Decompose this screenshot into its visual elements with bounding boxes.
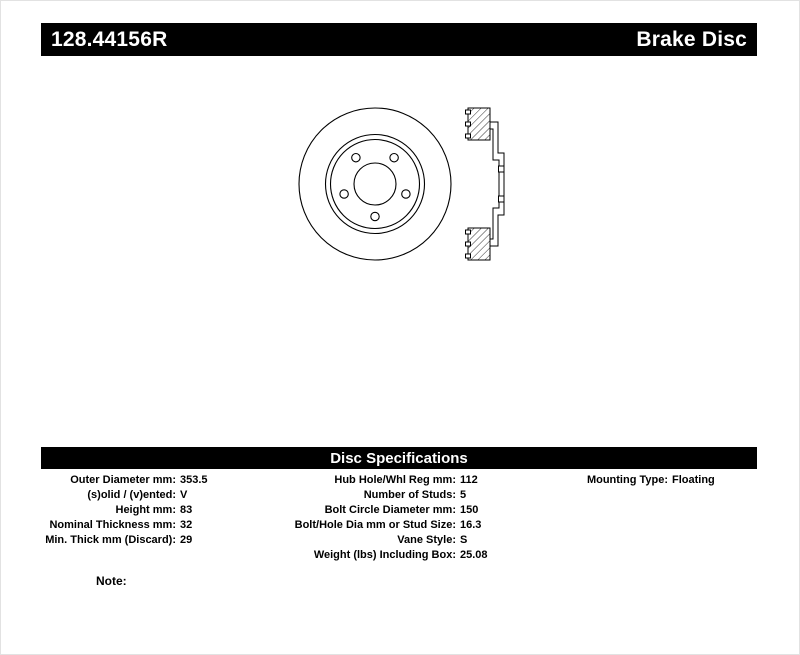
part-number: 128.44156R xyxy=(51,27,168,51)
spec-label: Height mm: xyxy=(115,504,177,516)
stud-hole xyxy=(351,152,361,163)
spec-label: Hub Hole/Whl Reg mm: xyxy=(334,474,456,486)
spec-row: Vane Style: S xyxy=(271,533,488,548)
spec-label: Number of Studs: xyxy=(363,489,456,501)
spec-row: Hub Hole/Whl Reg mm: 112 xyxy=(271,473,488,488)
specs-column-left: Outer Diameter mm: 353.5 (s)olid / (v)en… xyxy=(31,473,208,548)
specs-header-title: Disc Specifications xyxy=(330,449,468,467)
spec-value: 29 xyxy=(180,534,193,546)
spec-value: V xyxy=(180,489,188,501)
spec-row: (s)olid / (v)ented: V xyxy=(31,488,208,503)
product-type-title: Brake Disc xyxy=(636,27,747,51)
spec-row: Bolt Circle Diameter mm: 150 xyxy=(271,503,488,518)
spec-row: Height mm: 83 xyxy=(31,503,208,518)
spec-row: Nominal Thickness mm: 32 xyxy=(31,518,208,533)
spec-row: Mounting Type: Floating xyxy=(556,473,715,488)
spec-row: Outer Diameter mm: 353.5 xyxy=(31,473,208,488)
spec-row: Bolt/Hole Dia mm or Stud Size: 16.3 xyxy=(271,518,488,533)
spec-value: 83 xyxy=(180,504,193,516)
spec-value: 32 xyxy=(180,519,193,531)
spec-row: Min. Thick mm (Discard): 29 xyxy=(31,533,208,548)
specs-column-middle: Hub Hole/Whl Reg mm: 112 Number of Studs… xyxy=(271,473,488,563)
stud-hole xyxy=(370,211,380,222)
spec-label: Weight (lbs) Including Box: xyxy=(313,549,456,561)
brake-disc-drawing xyxy=(298,107,505,261)
spec-value: 353.5 xyxy=(180,474,208,486)
spec-value: 150 xyxy=(460,504,479,516)
spec-value: 5 xyxy=(460,489,467,501)
spec-value: 25.08 xyxy=(460,549,488,561)
spec-label: Bolt Circle Diameter mm: xyxy=(324,504,456,516)
spec-value: Floating xyxy=(672,474,715,486)
spec-label: Bolt/Hole Dia mm or Stud Size: xyxy=(294,519,456,531)
note-label: Note: xyxy=(96,574,127,588)
spec-value: S xyxy=(460,534,468,546)
spec-row: Weight (lbs) Including Box: 25.08 xyxy=(271,548,488,563)
specs-header-bar: Disc Specifications xyxy=(41,447,757,469)
spec-label: Min. Thick mm (Discard): xyxy=(45,534,176,546)
spec-label: (s)olid / (v)ented: xyxy=(87,489,176,501)
spec-label: Mounting Type: xyxy=(586,474,668,486)
spec-value: 16.3 xyxy=(460,519,482,531)
brake-disc-front-view xyxy=(298,107,452,261)
stud-hole xyxy=(339,189,349,199)
stud-hole xyxy=(389,152,399,163)
spec-label: Nominal Thickness mm: xyxy=(49,519,176,531)
spec-label: Outer Diameter mm: xyxy=(70,474,176,486)
spec-row: Number of Studs: 5 xyxy=(271,488,488,503)
brake-disc-cross-section xyxy=(465,107,505,261)
specs-column-right: Mounting Type: Floating xyxy=(556,473,715,488)
stud-hole xyxy=(401,189,411,199)
spec-value: 112 xyxy=(460,474,478,486)
header-bar: 128.44156R Brake Disc xyxy=(41,23,757,56)
spec-label: Vane Style: xyxy=(397,534,456,546)
